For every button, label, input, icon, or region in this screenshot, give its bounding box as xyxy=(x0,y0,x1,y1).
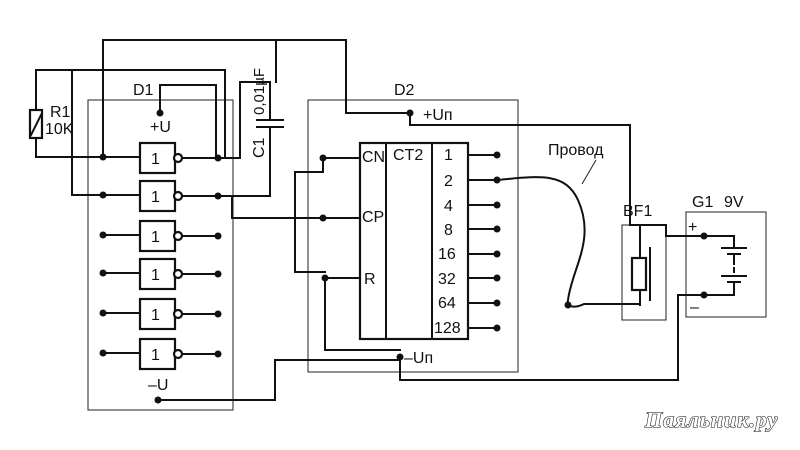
r1-value: 10K xyxy=(45,121,74,138)
wire-vplus-d2-left xyxy=(345,39,411,114)
gate-2-label: 1 xyxy=(151,189,160,206)
d2-input-r: R xyxy=(364,271,376,288)
provod-wire xyxy=(495,176,641,308)
c1-value: 0,01µF xyxy=(251,68,268,115)
d2-output-16: 16 xyxy=(438,246,456,263)
d2-output-1: 1 xyxy=(444,147,453,164)
gate-6-label: 1 xyxy=(151,347,160,364)
d1-gate-2: 1 xyxy=(99,179,222,213)
d2-type-label: CT2 xyxy=(393,147,423,164)
d2-output-4: 4 xyxy=(444,198,453,215)
d1-vplus-label: +U xyxy=(150,119,171,136)
wire-top-loop xyxy=(102,39,277,158)
d2-counter-body xyxy=(358,141,470,341)
wire-left-loop xyxy=(71,69,104,196)
wire-label-leader xyxy=(581,159,597,185)
gate-4-label: 1 xyxy=(151,267,160,284)
g1-voltage: 9V xyxy=(724,194,744,211)
c1-capacitor: C1 0,01µF xyxy=(217,68,284,196)
gate-5-label: 1 xyxy=(151,307,160,324)
d1-gate-3: 1 xyxy=(99,219,222,253)
provod-end-dot xyxy=(564,301,572,309)
bf1-buzzer xyxy=(630,224,651,306)
d2-outline xyxy=(307,99,519,373)
c1-name: C1 xyxy=(251,137,268,158)
wire-r-gnd xyxy=(324,277,401,351)
d2-vminus-label: –Uп xyxy=(404,350,433,367)
g1-minus-label: – xyxy=(690,299,699,316)
gate-1-label: 1 xyxy=(151,151,160,168)
d2-output-64: 64 xyxy=(438,295,456,312)
d2-input-cp: CP xyxy=(362,209,384,226)
d1-gate-1: 1 xyxy=(99,141,222,175)
wire-vplus-d2-right xyxy=(409,112,631,226)
wire-g1-minus-to-d2 xyxy=(399,294,705,381)
watermark: Паяльник.ру xyxy=(644,407,778,432)
d2-output-2: 2 xyxy=(444,173,453,190)
d2-output-leads xyxy=(467,151,501,332)
d1-gate-5: 1 xyxy=(99,297,222,331)
g1-outline xyxy=(685,211,767,318)
d2-output-8: 8 xyxy=(444,222,453,239)
d2-vplus-label: +Uп xyxy=(423,107,453,124)
wire-vplus-d1 xyxy=(159,84,217,159)
d1-label: D1 xyxy=(133,82,154,99)
d2-input-cn: CN xyxy=(362,149,385,166)
d1-gate-4: 1 xyxy=(99,257,222,291)
wire-cn-r xyxy=(294,157,326,273)
d2-label: D2 xyxy=(394,82,415,99)
g1-plus-label: + xyxy=(688,219,697,236)
d2-cp-pin xyxy=(319,214,327,222)
d2-output-32: 32 xyxy=(438,271,456,288)
d2-output-128: 128 xyxy=(434,320,461,337)
r1-name: R1 xyxy=(50,104,71,121)
g1-name: G1 xyxy=(692,194,713,211)
r1-resistor: R1 10K xyxy=(28,69,226,158)
wire-d1-gnd xyxy=(157,359,401,401)
wire-label: Провод xyxy=(548,142,604,159)
bf1-label: BF1 xyxy=(623,203,652,220)
d1-gate-6: 1 xyxy=(99,337,222,371)
wire-to-cp xyxy=(217,195,361,219)
g1-battery xyxy=(700,232,747,299)
gate-3-label: 1 xyxy=(151,229,160,246)
d1-vminus-label: –U xyxy=(148,377,168,394)
